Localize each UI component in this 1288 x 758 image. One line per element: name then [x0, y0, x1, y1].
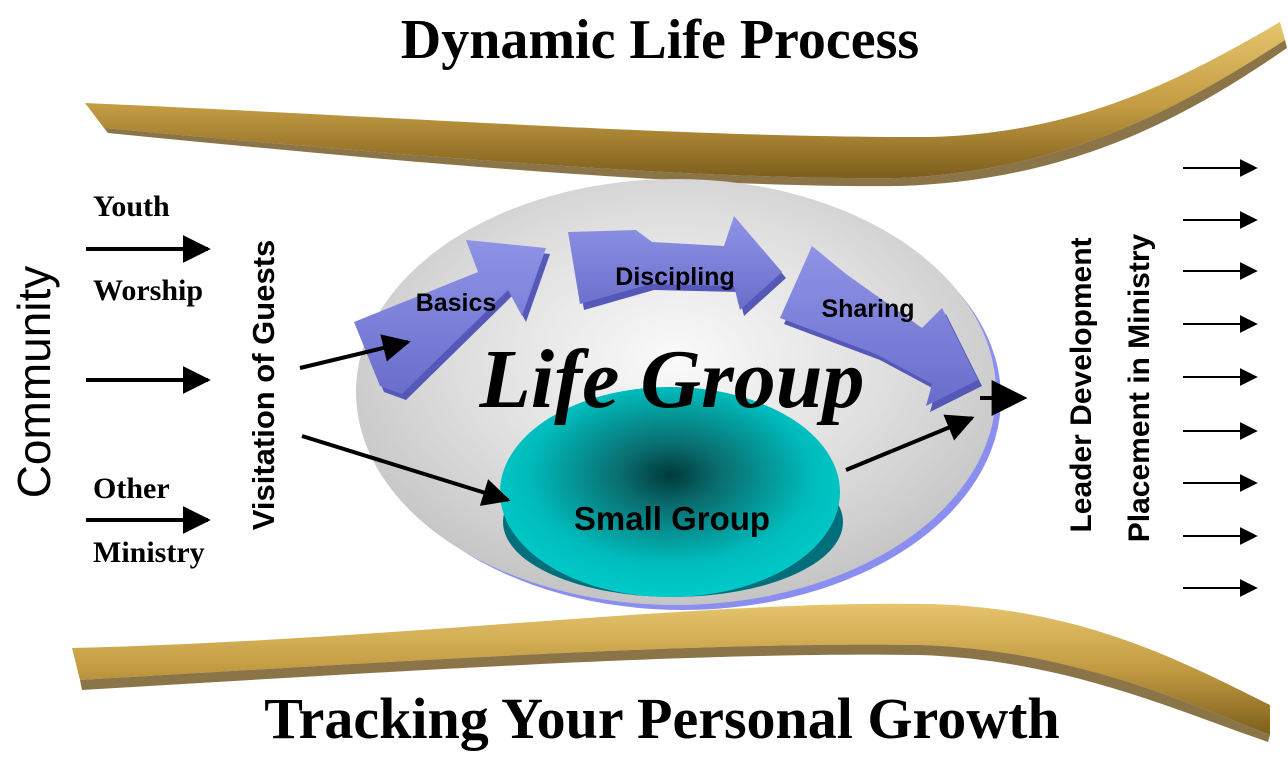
arrow-small-group-out: [845, 414, 975, 472]
arrow-to-small-group: [301, 434, 511, 506]
ministry-label: Ministry: [93, 536, 205, 569]
step-label-sharing: Sharing: [821, 295, 914, 323]
funnel-bottom-wall: [72, 603, 1270, 742]
outbound-arrows: [1183, 159, 1258, 597]
step-label-discipling: Discipling: [615, 263, 734, 291]
small-group-label: Small Group: [574, 500, 770, 537]
step-label-basics: Basics: [416, 289, 497, 317]
inbound-arrows: [86, 235, 211, 534]
small-group-disk: [500, 387, 843, 597]
flow-arrows: [299, 334, 1028, 506]
funnel-top-wall: [85, 22, 1287, 187]
diagram-title: Dynamic Life Process: [401, 9, 919, 71]
footer-title: Tracking Your Personal Growth: [264, 686, 1059, 751]
sharing-step-arrow: [780, 246, 982, 412]
arrow-to-basics: [299, 334, 411, 370]
leader-development-label: Leader Development: [1065, 237, 1098, 532]
life-group-label: Life Group: [479, 333, 865, 426]
youth-label: Youth: [93, 190, 170, 223]
discipling-step-arrow: [568, 216, 786, 316]
community-label: Community: [8, 266, 60, 499]
visitation-label: Visitation of Guests: [246, 240, 281, 531]
placement-in-ministry-label: Placement in Ministry: [1123, 233, 1156, 542]
worship-label: Worship: [93, 274, 203, 307]
other-label: Other: [93, 472, 170, 505]
